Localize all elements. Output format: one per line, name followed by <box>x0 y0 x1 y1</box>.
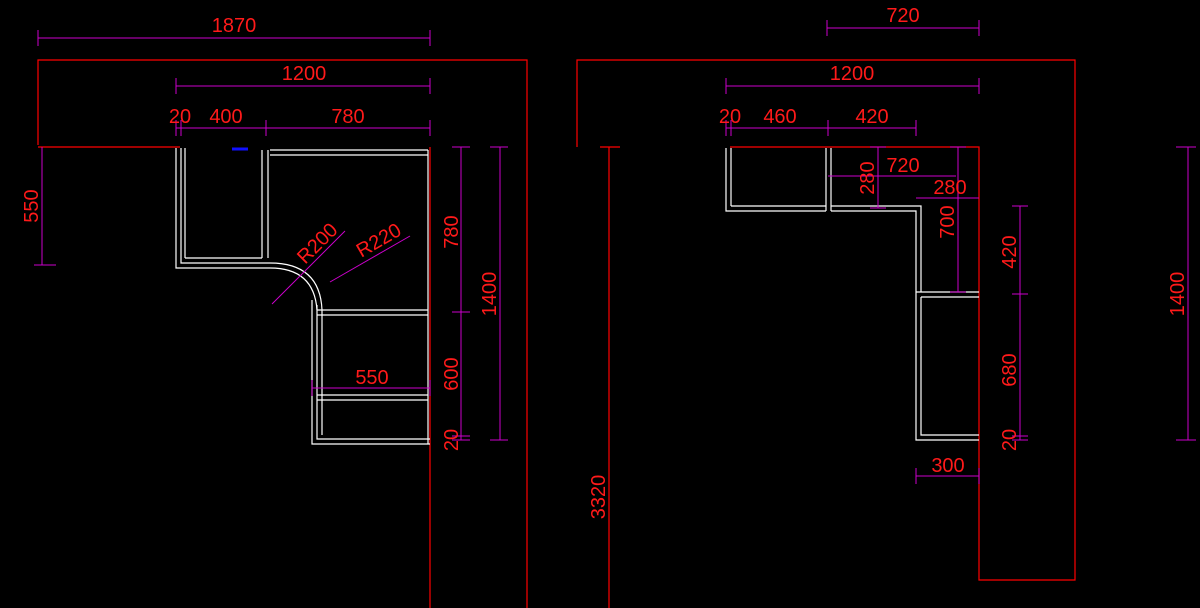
dim-overall-width: 1870 <box>212 15 257 37</box>
dim-step-offset: 280 <box>933 177 966 199</box>
right-plan: 720 1200 20 460 420 280 720 280 700 420 … <box>576 5 1196 608</box>
dim-right-upper-right: 420 <box>999 235 1021 268</box>
dim-bottom-width: 300 <box>931 455 964 477</box>
dim-lower-width: 550 <box>355 367 388 389</box>
dim-right-lower-right: 680 <box>999 353 1021 386</box>
dim-right-total: 1400 <box>479 272 501 317</box>
dim-cabinet-a-right: 460 <box>763 106 796 128</box>
dim-right-gap: 20 <box>441 429 463 451</box>
dim-right-lower: 600 <box>441 357 463 390</box>
dim-cabinet-a: 400 <box>209 106 242 128</box>
dim-cabinet-b-right: 420 <box>855 106 888 128</box>
right-dimension-texts: 720 1200 20 460 420 280 720 280 700 420 … <box>588 5 1189 519</box>
dim-counter-width: 1200 <box>282 63 327 85</box>
right-dimension-lines <box>725 20 1196 484</box>
dim-right-total-right: 1400 <box>1167 272 1189 317</box>
dim-step-width: 720 <box>886 155 919 177</box>
dim-right-gap-right: 20 <box>999 429 1021 451</box>
right-room-outline <box>576 59 1076 608</box>
left-cabinets <box>175 147 430 445</box>
dim-top-width: 720 <box>886 5 919 27</box>
dim-radius-inner: R200 <box>293 219 342 268</box>
left-dimension-lines <box>34 30 508 441</box>
dim-side-gap: 20 <box>169 106 191 128</box>
dim-counter-width-right: 1200 <box>830 63 875 85</box>
left-plan: 1870 1200 20 400 780 550 780 600 20 1400… <box>21 15 528 608</box>
dim-right-upper: 780 <box>441 215 463 248</box>
dim-cabinet-b: 780 <box>331 106 364 128</box>
dim-left-depth: 550 <box>21 189 43 222</box>
dim-overall-height: 3320 <box>588 475 610 520</box>
dim-step-height: 280 <box>857 161 879 194</box>
left-dimension-texts: 1870 1200 20 400 780 550 780 600 20 1400… <box>21 15 501 451</box>
dim-side-gap-right: 20 <box>719 106 741 128</box>
left-room-outline <box>37 59 528 608</box>
dim-column-upper: 700 <box>937 205 959 238</box>
dim-radius-outer: R220 <box>353 219 405 262</box>
right-cabinets <box>725 148 979 441</box>
